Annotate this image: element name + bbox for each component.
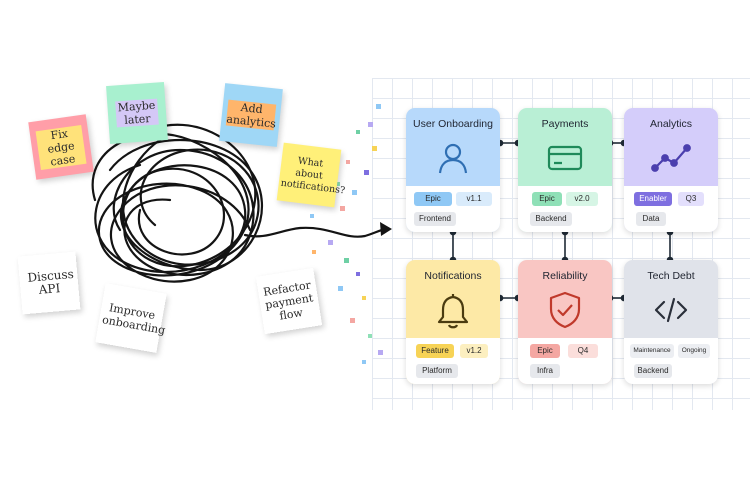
tag-area: Backend [634, 364, 672, 378]
sticky-note-text: Fix edge case [35, 124, 87, 170]
tag-version: v2.0 [566, 192, 598, 206]
card-payments[interactable]: Payments Epic v2.0 Backend [518, 108, 612, 232]
sticky-note-refactor-payment-flow[interactable]: Refactor payment flow [256, 268, 322, 334]
line-chart-icon [651, 144, 691, 172]
card-title: Reliability [542, 270, 588, 282]
card-tech-debt[interactable]: Tech Debt Maintenance Ongoing Backend [624, 260, 718, 384]
tag-area: Platform [416, 364, 458, 378]
tag-epic: Epic [532, 192, 562, 206]
sticky-note-maybe-later[interactable]: Maybe later [106, 82, 168, 144]
tag-quarter: Q3 [678, 192, 704, 206]
sticky-note-text: Maybe later [115, 98, 159, 128]
card-footer: Maintenance Ongoing Backend [624, 338, 718, 384]
tag-type: Maintenance [630, 344, 674, 358]
sticky-note-add-analytics[interactable]: Add analytics [219, 83, 283, 147]
sticky-note-improve-onboarding[interactable]: Improve onboarding [95, 283, 166, 353]
tag-area: Backend [530, 212, 572, 226]
card-notifications[interactable]: Notifications Feature v1.2 Platform [406, 260, 500, 384]
card-footer: Epic v2.0 Backend [518, 186, 612, 232]
sticky-note-text: Refactor payment flow [262, 277, 314, 323]
tag-version: v1.2 [460, 344, 488, 358]
card-footer: Epic v1.1 Frontend [406, 186, 500, 232]
tag-status: Ongoing [678, 344, 710, 358]
tag-type: Feature [416, 344, 454, 358]
code-icon [654, 297, 688, 323]
sticky-note-fix-edge-case[interactable]: Fix edge case [28, 114, 94, 180]
bell-icon [437, 293, 469, 329]
card-title: Payments [541, 118, 589, 130]
card-title: Analytics [649, 118, 692, 130]
card-analytics[interactable]: Analytics Enabler Q3 Data [624, 108, 718, 232]
user-icon [438, 143, 468, 174]
card-user-onboarding[interactable]: User Onboarding Epic v1.1 Frontend [406, 108, 500, 232]
card-footer: Feature v1.2 Platform [406, 338, 500, 384]
card-title: Tech Debt [647, 270, 695, 282]
sticky-note-text: What about notifications? [280, 155, 346, 197]
card-title: User Onboarding [413, 118, 493, 130]
tag-area: Frontend [414, 212, 456, 226]
arrow-head [380, 222, 392, 236]
pixel-particles [310, 104, 383, 364]
card-footer: Epic Q4 Infra [518, 338, 612, 384]
tag-type: Enabler [634, 192, 672, 206]
card-reliability[interactable]: Reliability Epic Q4 Infra [518, 260, 612, 384]
tag-version: v1.1 [456, 192, 492, 206]
sticky-note-what-about-notifications[interactable]: What about notifications? [276, 142, 346, 208]
shield-check-icon [549, 291, 581, 329]
tag-epic: Epic [530, 344, 560, 358]
tag-area: Data [636, 212, 666, 226]
sticky-note-discuss-api[interactable]: Discuss API [18, 252, 81, 315]
tag-quarter: Q4 [568, 344, 598, 358]
sticky-note-text: Improve onboarding [101, 301, 167, 338]
tangled-lines [91, 123, 387, 283]
card-title: Notifications [424, 270, 482, 282]
tag-area: Infra [530, 364, 560, 378]
sticky-note-text: Discuss API [26, 266, 75, 297]
card-footer: Enabler Q3 Data [624, 186, 718, 232]
credit-card-icon [547, 145, 583, 171]
sticky-note-text: Add analytics [225, 99, 277, 131]
tag-epic: Epic [414, 192, 452, 206]
